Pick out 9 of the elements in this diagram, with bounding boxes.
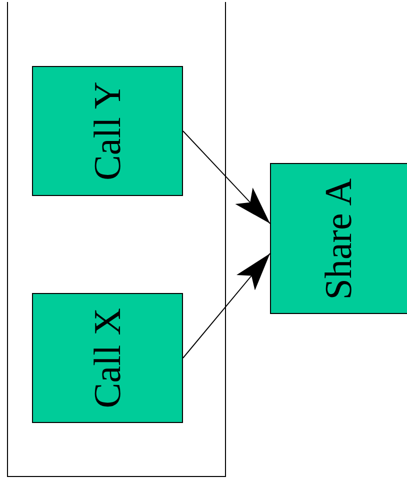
process-box: [32, 66, 183, 196]
arrow: [182, 130, 270, 224]
arrow: [182, 253, 270, 358]
process-box: [270, 163, 407, 314]
box-label: Share A: [320, 178, 358, 300]
container-box: [7, 2, 226, 477]
box-label: Call Y: [88, 82, 126, 180]
process-box: [32, 293, 183, 423]
box-label: Call X: [88, 308, 126, 408]
